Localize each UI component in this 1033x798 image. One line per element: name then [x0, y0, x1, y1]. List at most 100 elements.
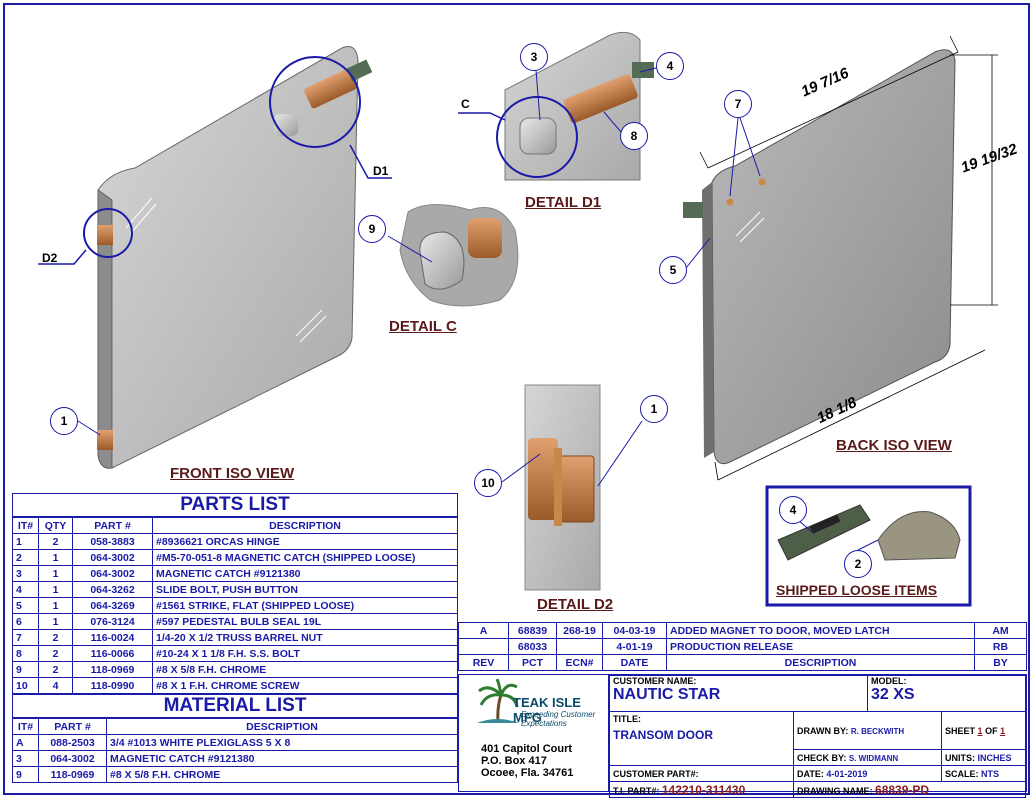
cell: MAGNETIC CATCH #9121380 — [106, 750, 458, 767]
cell: 10 — [12, 677, 39, 694]
sheet-of: OF — [985, 725, 998, 736]
front-iso-view-label: FRONT ISO VIEW — [170, 465, 295, 482]
cell: 5 — [12, 597, 39, 614]
detail-c-label: DETAIL C — [389, 318, 457, 335]
callout-2: 2 — [844, 550, 872, 578]
cell: 1 — [38, 581, 73, 598]
company-address: 401 Capitol Court P.O. Box 417 Ocoee, Fl… — [481, 743, 573, 779]
cell: #M5-70-051-8 MAGNETIC CATCH (SHIPPED LOO… — [152, 549, 458, 566]
cell: #1561 STRIKE, FLAT (SHIPPED LOOSE) — [152, 597, 458, 614]
cell: 076-3124 — [72, 613, 153, 630]
parts-list-title: PARTS LIST — [12, 493, 458, 517]
table-row: 68033 4-01-19 PRODUCTION RELEASE RB — [458, 638, 1027, 655]
cell: #8 X 1 F.H. CHROME SCREW — [152, 677, 458, 694]
drawing-name-label: DRAWING NAME: — [797, 785, 873, 796]
sheet-num: 1 — [977, 725, 983, 736]
cell: 2 — [12, 549, 39, 566]
detail-d1-marker: D1 — [373, 164, 389, 178]
sheet-label: SHEET — [945, 725, 976, 736]
revision-header: REV PCT ECN# DATE DESCRIPTION BY — [458, 654, 1027, 671]
header-by: BY — [974, 654, 1027, 671]
cell: 3 — [12, 565, 39, 582]
sheet-total: 1 — [1000, 725, 1006, 736]
callout-8: 8 — [620, 122, 648, 150]
cell: 68033 — [508, 638, 557, 655]
drawn-by-label: DRAWN BY: — [797, 725, 849, 736]
header-part: PART # — [38, 718, 107, 735]
shipped-loose-items-label: SHIPPED LOOSE ITEMS — [776, 582, 938, 598]
header-description: DESCRIPTION — [152, 517, 458, 534]
detail-d2-art — [524, 384, 601, 591]
model-value: 32 XS — [870, 686, 915, 703]
header-ecn: ECN# — [556, 654, 603, 671]
cell: #597 PEDESTAL BULB SEAL 19L — [152, 613, 458, 630]
cell: 4 — [38, 677, 73, 694]
header-description: DESCRIPTION — [106, 718, 458, 735]
callout-7: 7 — [724, 90, 752, 118]
cell: 2 — [38, 629, 73, 646]
revision-table: A 68839 268-19 04-03-19 ADDED MAGNET TO … — [458, 622, 1027, 671]
cell: #8 X 5/8 F.H. CHROME — [152, 661, 458, 678]
cell: 064-3002 — [72, 549, 153, 566]
customer-name: NAUTIC STAR — [613, 686, 721, 703]
cell: #10-24 X 1 1/8 F.H. S.S. BOLT — [152, 645, 458, 662]
drawing-name-value: 68839-PD — [875, 782, 930, 797]
cell: AM — [974, 622, 1027, 639]
header-date: DATE — [602, 654, 667, 671]
cell — [556, 638, 603, 655]
cell: 2 — [38, 645, 73, 662]
cell: 064-3262 — [72, 581, 153, 598]
callout-1-detail: 1 — [640, 395, 668, 423]
cell: A — [12, 734, 39, 751]
cell: 064-3002 — [38, 750, 107, 767]
ti-part-value: 142210-311430 — [661, 782, 746, 797]
cell: #8 X 5/8 F.H. CHROME — [106, 766, 458, 783]
back-iso-door — [683, 49, 956, 465]
material-list-title: MATERIAL LIST — [12, 694, 458, 718]
cell: 118-0969 — [38, 766, 107, 783]
company-block: TEAK ISLE MFG Exceeding Customer Expecta… — [459, 675, 609, 791]
cell: 058-3883 — [72, 533, 153, 550]
cell: 118-0969 — [72, 661, 153, 678]
cell: 118-0990 — [72, 677, 153, 694]
detail-d2-label: DETAIL D2 — [537, 596, 614, 613]
material-list-header: IT# PART # DESCRIPTION — [12, 718, 458, 735]
callout-5: 5 — [659, 256, 687, 284]
check-by-label: CHECK BY: — [797, 752, 847, 763]
detail-c-marker: C — [461, 97, 470, 111]
table-row: A 68839 268-19 04-03-19 ADDED MAGNET TO … — [458, 622, 1027, 639]
header-it: IT# — [12, 517, 39, 534]
cell: SLIDE BOLT, PUSH BUTTON — [152, 581, 458, 598]
cell: 116-0024 — [72, 629, 153, 646]
cell: 7 — [12, 629, 39, 646]
cell: 3 — [12, 750, 39, 767]
cell: 6 — [12, 613, 39, 630]
cell: 04-03-19 — [602, 622, 667, 639]
customer-name-label: CUSTOMER NAME: — [613, 676, 697, 686]
model-label: MODEL: — [870, 676, 907, 686]
header-qty: QTY — [38, 517, 73, 534]
date-value: 4-01-2019 — [826, 768, 868, 779]
address-line: 401 Capitol Court — [481, 743, 573, 755]
cell: 4-01-19 — [602, 638, 667, 655]
title-block: TEAK ISLE MFG Exceeding Customer Expecta… — [458, 674, 1027, 798]
customer-part-label: CUSTOMER PART#: — [609, 765, 794, 782]
parts-list: PARTS LIST IT# QTY PART # DESCRIPTION 1 2… — [12, 493, 458, 783]
cell: 4 — [12, 581, 39, 598]
header-pct: PCT — [508, 654, 557, 671]
header-description: DESCRIPTION — [666, 654, 975, 671]
scale-value: NTS — [981, 768, 1000, 779]
address-line: Ocoee, Fla. 34761 — [481, 767, 574, 779]
scale-label: SCALE: — [945, 768, 979, 779]
